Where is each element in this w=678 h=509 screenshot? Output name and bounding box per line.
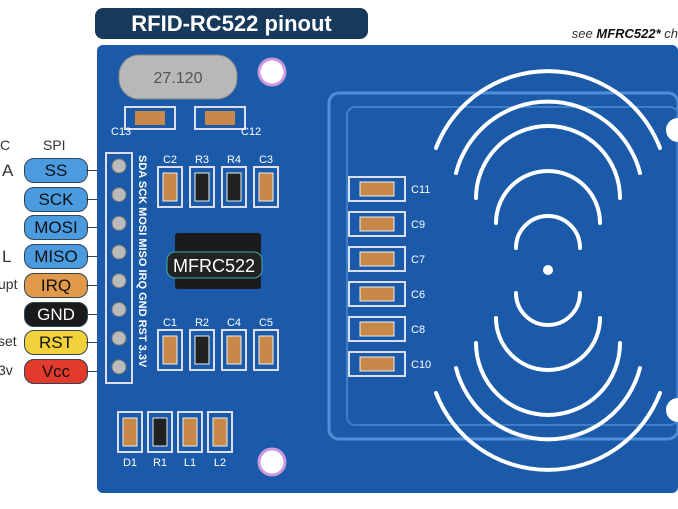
component-label: C3: [259, 154, 273, 166]
mount-hole: [257, 57, 287, 87]
component-r1: [152, 417, 168, 447]
component-r2: [194, 335, 210, 365]
component-r3: [194, 172, 210, 202]
component-c13: [135, 111, 165, 125]
component-label: C2: [163, 154, 177, 166]
pin-alt-label: A: [2, 161, 14, 180]
component-c9: [359, 216, 395, 232]
component-c1: [162, 335, 178, 365]
component-c6: [359, 286, 395, 302]
antenna-center: [543, 265, 553, 275]
header-pin: [111, 359, 127, 375]
note-prefix: see: [571, 26, 593, 41]
component-label: D1: [123, 457, 137, 469]
component-label: C12: [241, 126, 261, 138]
component-label: C6: [411, 289, 425, 301]
component-label: C9: [411, 219, 425, 231]
header-pin: [111, 215, 127, 231]
header-pin: [111, 302, 127, 317]
component-c10: [359, 356, 395, 372]
mount-hole: [257, 447, 287, 477]
component-label: C1: [163, 317, 177, 329]
component-c7: [359, 251, 395, 267]
header-pin: [111, 273, 127, 289]
pin-label-irq: IRQ: [24, 272, 88, 298]
spi-header: SPI: [43, 137, 66, 153]
pin-header: [105, 152, 133, 384]
pin-label-mosi: MOSI: [24, 215, 88, 241]
header-pin: [111, 187, 127, 203]
component-label: C8: [411, 324, 425, 336]
note-suffix: ch: [660, 26, 678, 41]
component-label: C4: [227, 317, 241, 329]
pin-label-vcc: Vcc: [24, 358, 88, 384]
component-label: R3: [195, 154, 209, 166]
component-label: C7: [411, 254, 425, 266]
pin-label-sck: SCK: [24, 186, 88, 212]
pin-label-miso: MISO: [24, 244, 88, 270]
component-label: L2: [214, 457, 226, 469]
rfid-board: 27.120 SDA SCK MOSI MISO IRQ GND RST 3.3…: [97, 45, 678, 493]
pin-alt-label: set: [0, 333, 17, 350]
component-label: C13: [111, 126, 131, 138]
chip-label-box: [166, 251, 263, 279]
silk-text: SDA SCK MOSI MISO IRQ GND RST 3.3V: [136, 155, 148, 368]
pin-label-gnd: GND: [24, 301, 88, 327]
component-l2: [212, 417, 228, 447]
note-chip: MFRC522*: [596, 26, 661, 41]
pin-alt-label: upt: [0, 275, 18, 292]
component-c12: [205, 111, 235, 125]
header-pin: [111, 158, 127, 174]
xtal-text: 27.120: [154, 70, 203, 87]
component-c5: [258, 335, 274, 365]
header-pin: [111, 244, 127, 260]
crystal: [118, 54, 238, 100]
pin-alt-label: L: [2, 247, 12, 267]
i2c-header: C: [0, 137, 11, 153]
component-c2: [162, 172, 178, 202]
component-d1: [122, 417, 138, 447]
pin-alt-label: 3v: [0, 361, 13, 378]
header-pin: [111, 330, 127, 346]
page-title: RFID-RC522 pinout: [95, 8, 368, 39]
component-label: R4: [227, 154, 241, 166]
component-label: L1: [184, 457, 196, 469]
antenna-waves: [434, 69, 662, 472]
datasheet-note: see MFRC522* ch: [572, 26, 678, 41]
pin-label-rst: RST: [24, 330, 88, 356]
component-c11: [359, 181, 395, 197]
component-c4: [226, 335, 242, 365]
component-label: C11: [411, 184, 430, 196]
component-label: C10: [411, 359, 431, 371]
chip-text: MFRC522: [173, 256, 255, 276]
component-label: C5: [259, 317, 273, 329]
component-c3: [258, 172, 274, 202]
component-label: R1: [153, 457, 167, 469]
component-r4: [226, 172, 242, 202]
component-l1: [182, 417, 198, 447]
pin-label-ss: SS: [24, 158, 88, 183]
component-c8: [359, 321, 395, 337]
component-label: R2: [195, 317, 209, 329]
